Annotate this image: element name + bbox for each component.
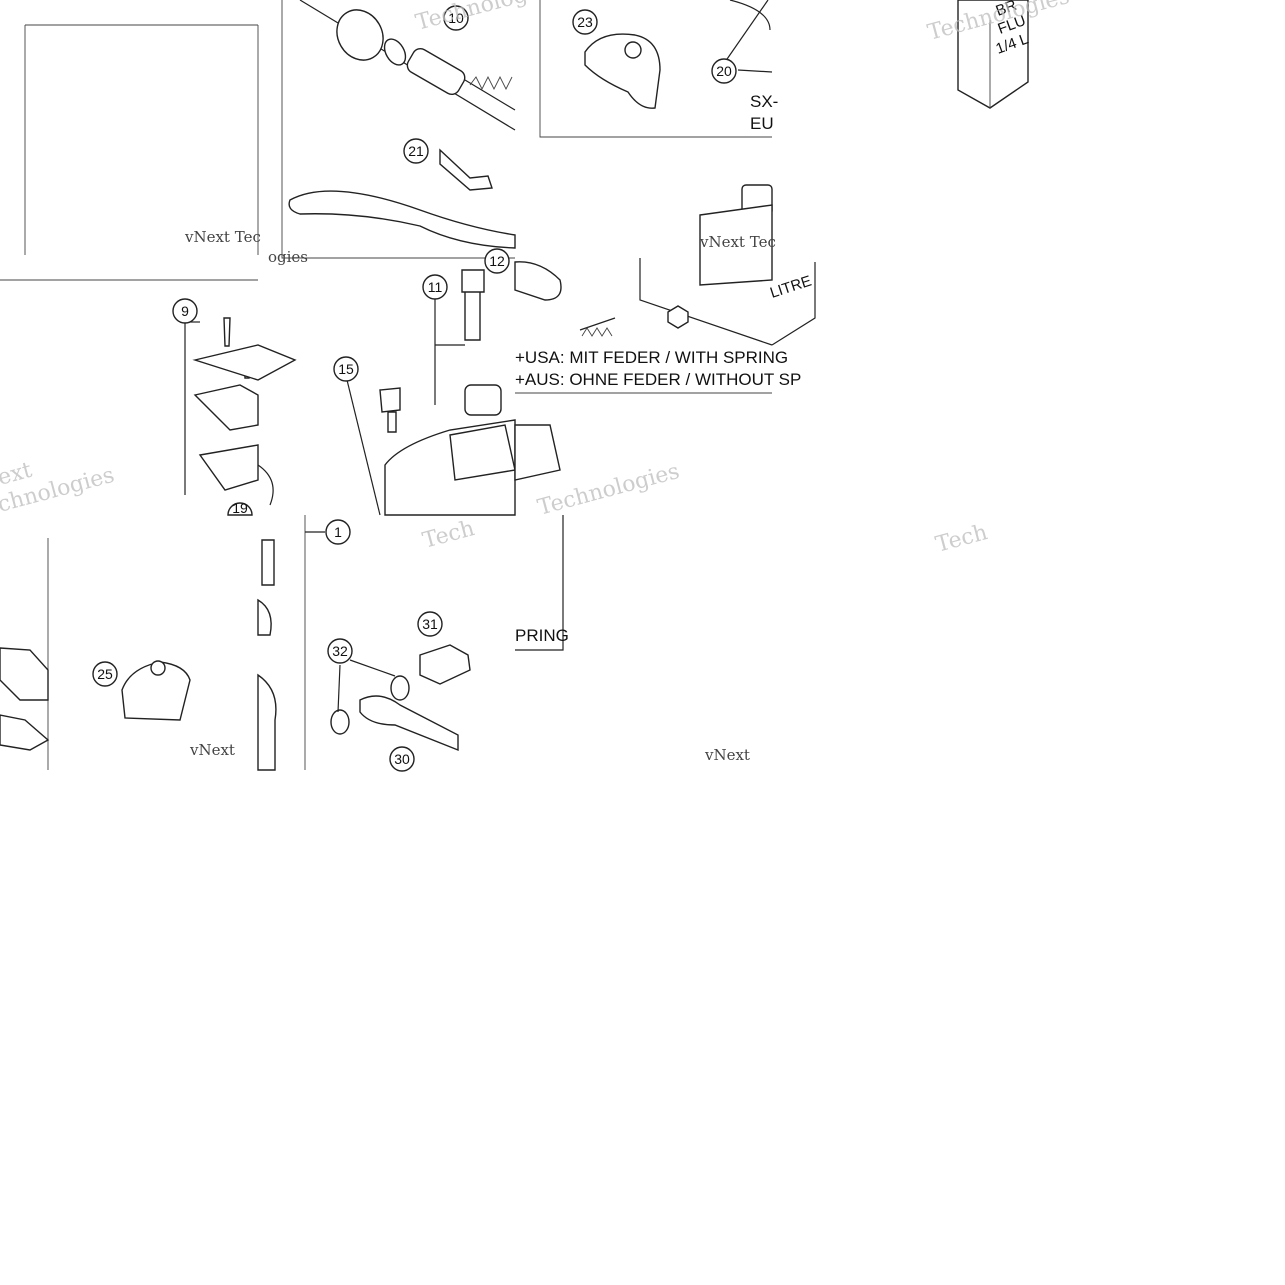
brake-fluid-box xyxy=(957,0,1029,109)
svg-text:23: 23 xyxy=(577,14,593,30)
variant-label-eu: EU xyxy=(750,114,774,133)
svg-text:15: 15 xyxy=(338,361,354,377)
note-spring-fragment: PRING xyxy=(515,626,569,645)
svg-text:9: 9 xyxy=(181,303,189,319)
svg-text:31: 31 xyxy=(422,616,438,632)
callout-11: 11 xyxy=(422,274,448,300)
callout-20: 20 xyxy=(711,58,737,84)
svg-text:19: 19 xyxy=(232,500,248,516)
watermark: vNext xyxy=(189,741,235,759)
callout-23: 23 xyxy=(572,9,598,35)
reservoir-cover xyxy=(184,317,297,506)
variant-label-sx: SX- xyxy=(750,92,778,111)
lever-adjuster xyxy=(584,0,773,109)
callout-19: 19 xyxy=(227,500,253,516)
svg-text:20: 20 xyxy=(716,63,732,79)
watermark: vNext Tec xyxy=(699,233,776,251)
watermark: ogies xyxy=(268,248,308,266)
svg-text:25: 25 xyxy=(97,666,113,682)
watermark: Tech xyxy=(933,520,990,558)
callout-12: 12 xyxy=(484,248,510,274)
svg-text:11: 11 xyxy=(428,279,443,295)
callout-10: 10 xyxy=(443,5,469,31)
panel-frames xyxy=(0,0,772,770)
callout-31: 31 xyxy=(417,611,443,637)
callout-32: 32 xyxy=(327,638,353,664)
callout-25: 25 xyxy=(92,661,118,687)
piston-assembly xyxy=(288,0,516,249)
svg-text:32: 32 xyxy=(332,643,348,659)
watermark: Tech xyxy=(420,516,477,554)
callout-30: 30 xyxy=(389,746,415,772)
svg-text:1: 1 xyxy=(334,524,342,540)
master-cylinder xyxy=(346,269,564,651)
reservoir xyxy=(514,184,816,346)
svg-text:30: 30 xyxy=(394,751,410,767)
svg-text:10: 10 xyxy=(448,10,464,26)
watermark: vNext xyxy=(704,746,750,764)
watermark: vNext Tec xyxy=(184,228,261,246)
litre-label: LITRE xyxy=(768,272,814,301)
brake-hose xyxy=(257,531,471,771)
svg-text:12: 12 xyxy=(489,253,505,269)
fluid-box-line-1: BR xyxy=(994,0,1020,20)
callout-21: 21 xyxy=(403,138,429,164)
callout-15: 15 xyxy=(333,356,359,382)
callout-9: 9 xyxy=(172,298,198,324)
watermark: Technologies xyxy=(413,0,560,36)
note-with-spring: +USA: MIT FEDER / WITH SPRING xyxy=(515,348,788,367)
callout-1: 1 xyxy=(325,519,351,545)
svg-text:21: 21 xyxy=(408,143,424,159)
note-without-spring: +AUS: OHNE FEDER / WITHOUT SP xyxy=(515,370,801,389)
handlebar-clamp xyxy=(0,647,191,751)
